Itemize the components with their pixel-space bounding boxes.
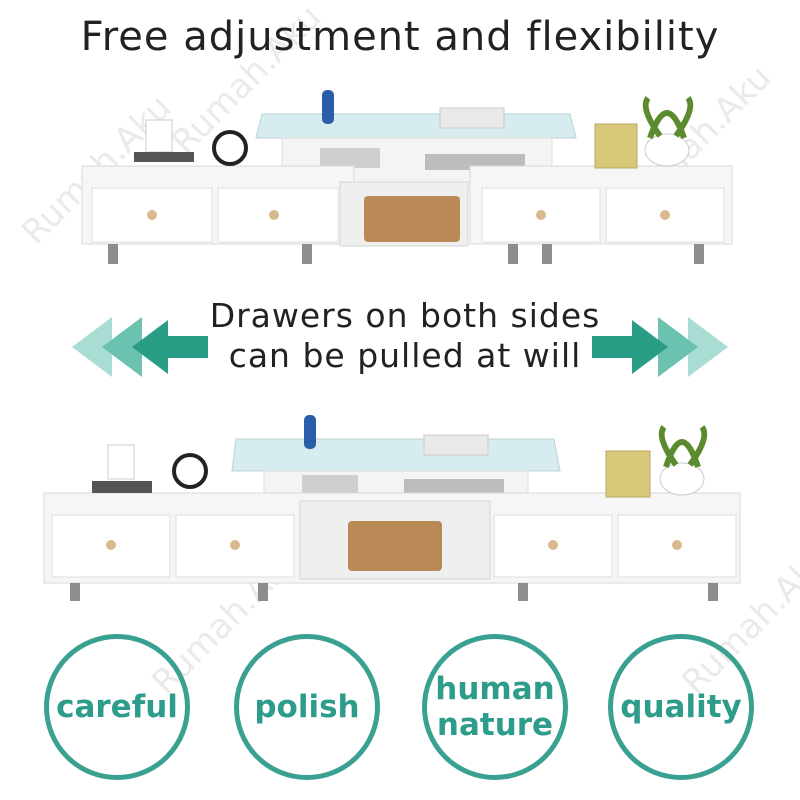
feature-text-line2: can be pulled at will — [228, 336, 582, 375]
feature-text-line1: Drawers on both sides — [209, 296, 601, 335]
badge-careful: careful — [44, 634, 190, 780]
headline: Free adjustment and flexibility — [80, 14, 720, 60]
badge-label-line1: human — [435, 671, 555, 707]
badge-label: careful — [56, 689, 178, 725]
tv-stand-extended-photo — [81, 90, 733, 264]
feature-text: Drawers on both sides can be pulled at w… — [200, 296, 610, 376]
tv-stand-compact-photo — [43, 415, 741, 601]
double-arrow-right-icon — [592, 317, 728, 377]
double-arrow-left-icon — [72, 317, 208, 377]
feature-badges: careful polish human nature quality — [0, 630, 800, 790]
badge-label: polish — [254, 689, 360, 725]
badge-quality: quality — [608, 634, 754, 780]
badge-label-line2: nature — [436, 707, 554, 743]
badge-polish: polish — [234, 634, 380, 780]
badge-human-nature: human nature — [422, 634, 568, 780]
badge-label: quality — [620, 689, 742, 725]
